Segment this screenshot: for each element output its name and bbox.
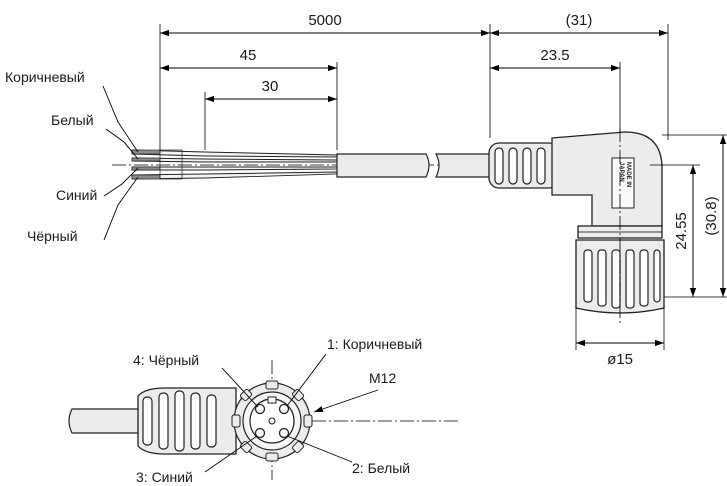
pin-label-4: 4: Чёрный: [133, 352, 199, 368]
face-cable: [68, 408, 151, 434]
wire-label-blue: Синий: [56, 187, 97, 203]
connector-body: MADE IN JAPAN: [488, 131, 665, 314]
dimension-cable-length-label: 5000: [308, 12, 341, 29]
dimension-connector-offset: 23.5: [490, 47, 620, 72]
pin-label-1: 1: Коричневый: [327, 336, 422, 352]
face-connector: [231, 380, 313, 462]
dimension-strip-inner: 30: [205, 78, 337, 103]
wire-label-black: Чёрный: [27, 228, 78, 244]
dimension-diameter: ø15: [575, 305, 665, 368]
dimension-connector-length-label: (31): [566, 12, 593, 29]
dimension-connector-length: (31): [490, 12, 668, 37]
dimension-strip-outer-label: 45: [240, 47, 257, 64]
pin-label-3: 3: Синий: [136, 469, 193, 485]
wire-label-white: Белый: [51, 112, 94, 128]
dimension-height-outer-label: (30.8): [703, 196, 720, 235]
wire-label-brown: Коричневый: [5, 69, 85, 85]
pin-1: [278, 403, 290, 415]
pin-label-thread: M12: [369, 370, 396, 386]
pin-3: [254, 427, 266, 439]
dimension-height-inner-label: 24.55: [673, 212, 690, 250]
label-plate-line1: MADE IN: [625, 162, 631, 187]
dimension-strip-outer: 45: [160, 47, 337, 72]
dimension-diameter-label: ø15: [607, 351, 633, 368]
dimension-strip-inner-label: 30: [262, 78, 279, 95]
pin-labels: 4: Чёрный 1: Коричневый M12 2: Белый 3: …: [133, 336, 422, 485]
dimension-height-outer: (30.8): [703, 135, 727, 297]
face-boot: [137, 387, 237, 455]
wire-labels: Коричневый Белый Синий Чёрный: [5, 69, 139, 244]
dimension-connector-offset-label: 23.5: [540, 47, 569, 64]
pin-2: [278, 427, 290, 439]
pin-label-2: 2: Белый: [352, 460, 410, 476]
dimension-height-inner: 24.55: [673, 165, 697, 297]
dimension-cable-length: 5000: [160, 12, 490, 37]
stripped-wires: [131, 149, 338, 180]
cable-jacket: [336, 153, 496, 178]
label-plate-line2: JAPAN: [618, 162, 624, 182]
extension-lines-top: [159, 24, 669, 150]
